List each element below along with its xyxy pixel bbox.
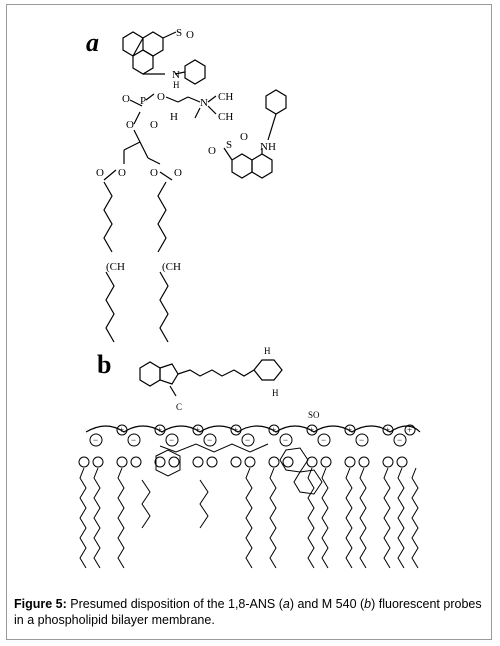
label-o8: O — [150, 167, 158, 179]
membrane-circles-row2 — [78, 456, 408, 468]
caption-end: ) fluorescent probes in a phospholipid b… — [14, 597, 482, 627]
label-ch2-left: (CH — [106, 261, 125, 273]
caption-label: Figure 5: — [14, 597, 67, 611]
ans-molecule-top — [122, 31, 206, 85]
label-o3: O — [157, 91, 165, 103]
plus-1: + — [119, 425, 124, 435]
minus-1: − — [93, 435, 98, 445]
label-o9: O — [174, 167, 182, 179]
label-p: P — [140, 95, 146, 107]
m540-inserted — [141, 443, 323, 529]
label-h: H — [173, 80, 180, 90]
label-h3c: H — [170, 111, 178, 123]
label-so3: SO — [308, 410, 320, 420]
label-o5: O — [150, 119, 158, 131]
minus-2: − — [131, 435, 136, 445]
label-o1: O — [186, 29, 194, 41]
membrane-heads — [85, 425, 421, 433]
minus-7: − — [321, 435, 326, 445]
label-c3h6so3: C — [176, 402, 182, 412]
label-o6: O — [96, 167, 104, 179]
figure-frame — [6, 4, 492, 640]
phospholipid-molecule — [103, 93, 217, 343]
plus-5: + — [271, 425, 276, 435]
minus-4: − — [207, 435, 212, 445]
plus-7: + — [347, 425, 352, 435]
minus-9: − — [397, 435, 402, 445]
label-nh-ans: NH — [260, 141, 276, 153]
label-ch3-b: CH — [218, 111, 233, 123]
minus-5: − — [245, 435, 250, 445]
plus-2: + — [157, 425, 162, 435]
minus-8: − — [359, 435, 364, 445]
panel-label-a: a — [86, 28, 99, 57]
label-o11: O — [240, 131, 248, 143]
label-o4: O — [126, 119, 134, 131]
membrane-circles — [89, 424, 416, 447]
plus-3: + — [195, 425, 200, 435]
minus-3: − — [169, 435, 174, 445]
caption-a: a — [282, 597, 290, 611]
minus-6: − — [283, 435, 288, 445]
plus-6: + — [309, 425, 314, 435]
plus-9: + — [407, 425, 412, 435]
label-o10: O — [208, 145, 216, 157]
label-n-plus: N — [200, 97, 208, 109]
caption-text: Presumed disposition of the 1,8-ANS ( — [66, 597, 283, 611]
label-h2c-a: H — [264, 346, 271, 356]
label-ch2-right: (CH — [162, 261, 181, 273]
label-h2c-b: H — [272, 388, 279, 398]
ans-molecule-right — [223, 89, 287, 179]
panel-label-b: b — [97, 350, 112, 379]
label-o2: O — [122, 93, 130, 105]
plus-8: + — [385, 425, 390, 435]
label-o7: O — [118, 167, 126, 179]
atom-labels: S O N H O P O O O N CH CH H O O O O (CH … — [96, 27, 320, 420]
m540-molecule — [139, 359, 283, 397]
charge-labels: − + − + − + − + − + − + − + − + − + — [93, 425, 412, 445]
caption-b: b — [364, 597, 372, 611]
lipid-tails — [79, 467, 419, 569]
caption-mid: ) and M 540 ( — [289, 597, 365, 611]
label-s2: S — [226, 139, 232, 151]
plus-4: + — [233, 425, 238, 435]
figure-caption: Figure 5: Presumed disposition of the 1,… — [14, 596, 488, 628]
label-s1: S — [176, 27, 182, 39]
label-ch3-a: CH — [218, 91, 233, 103]
label-nh: N — [172, 69, 180, 81]
